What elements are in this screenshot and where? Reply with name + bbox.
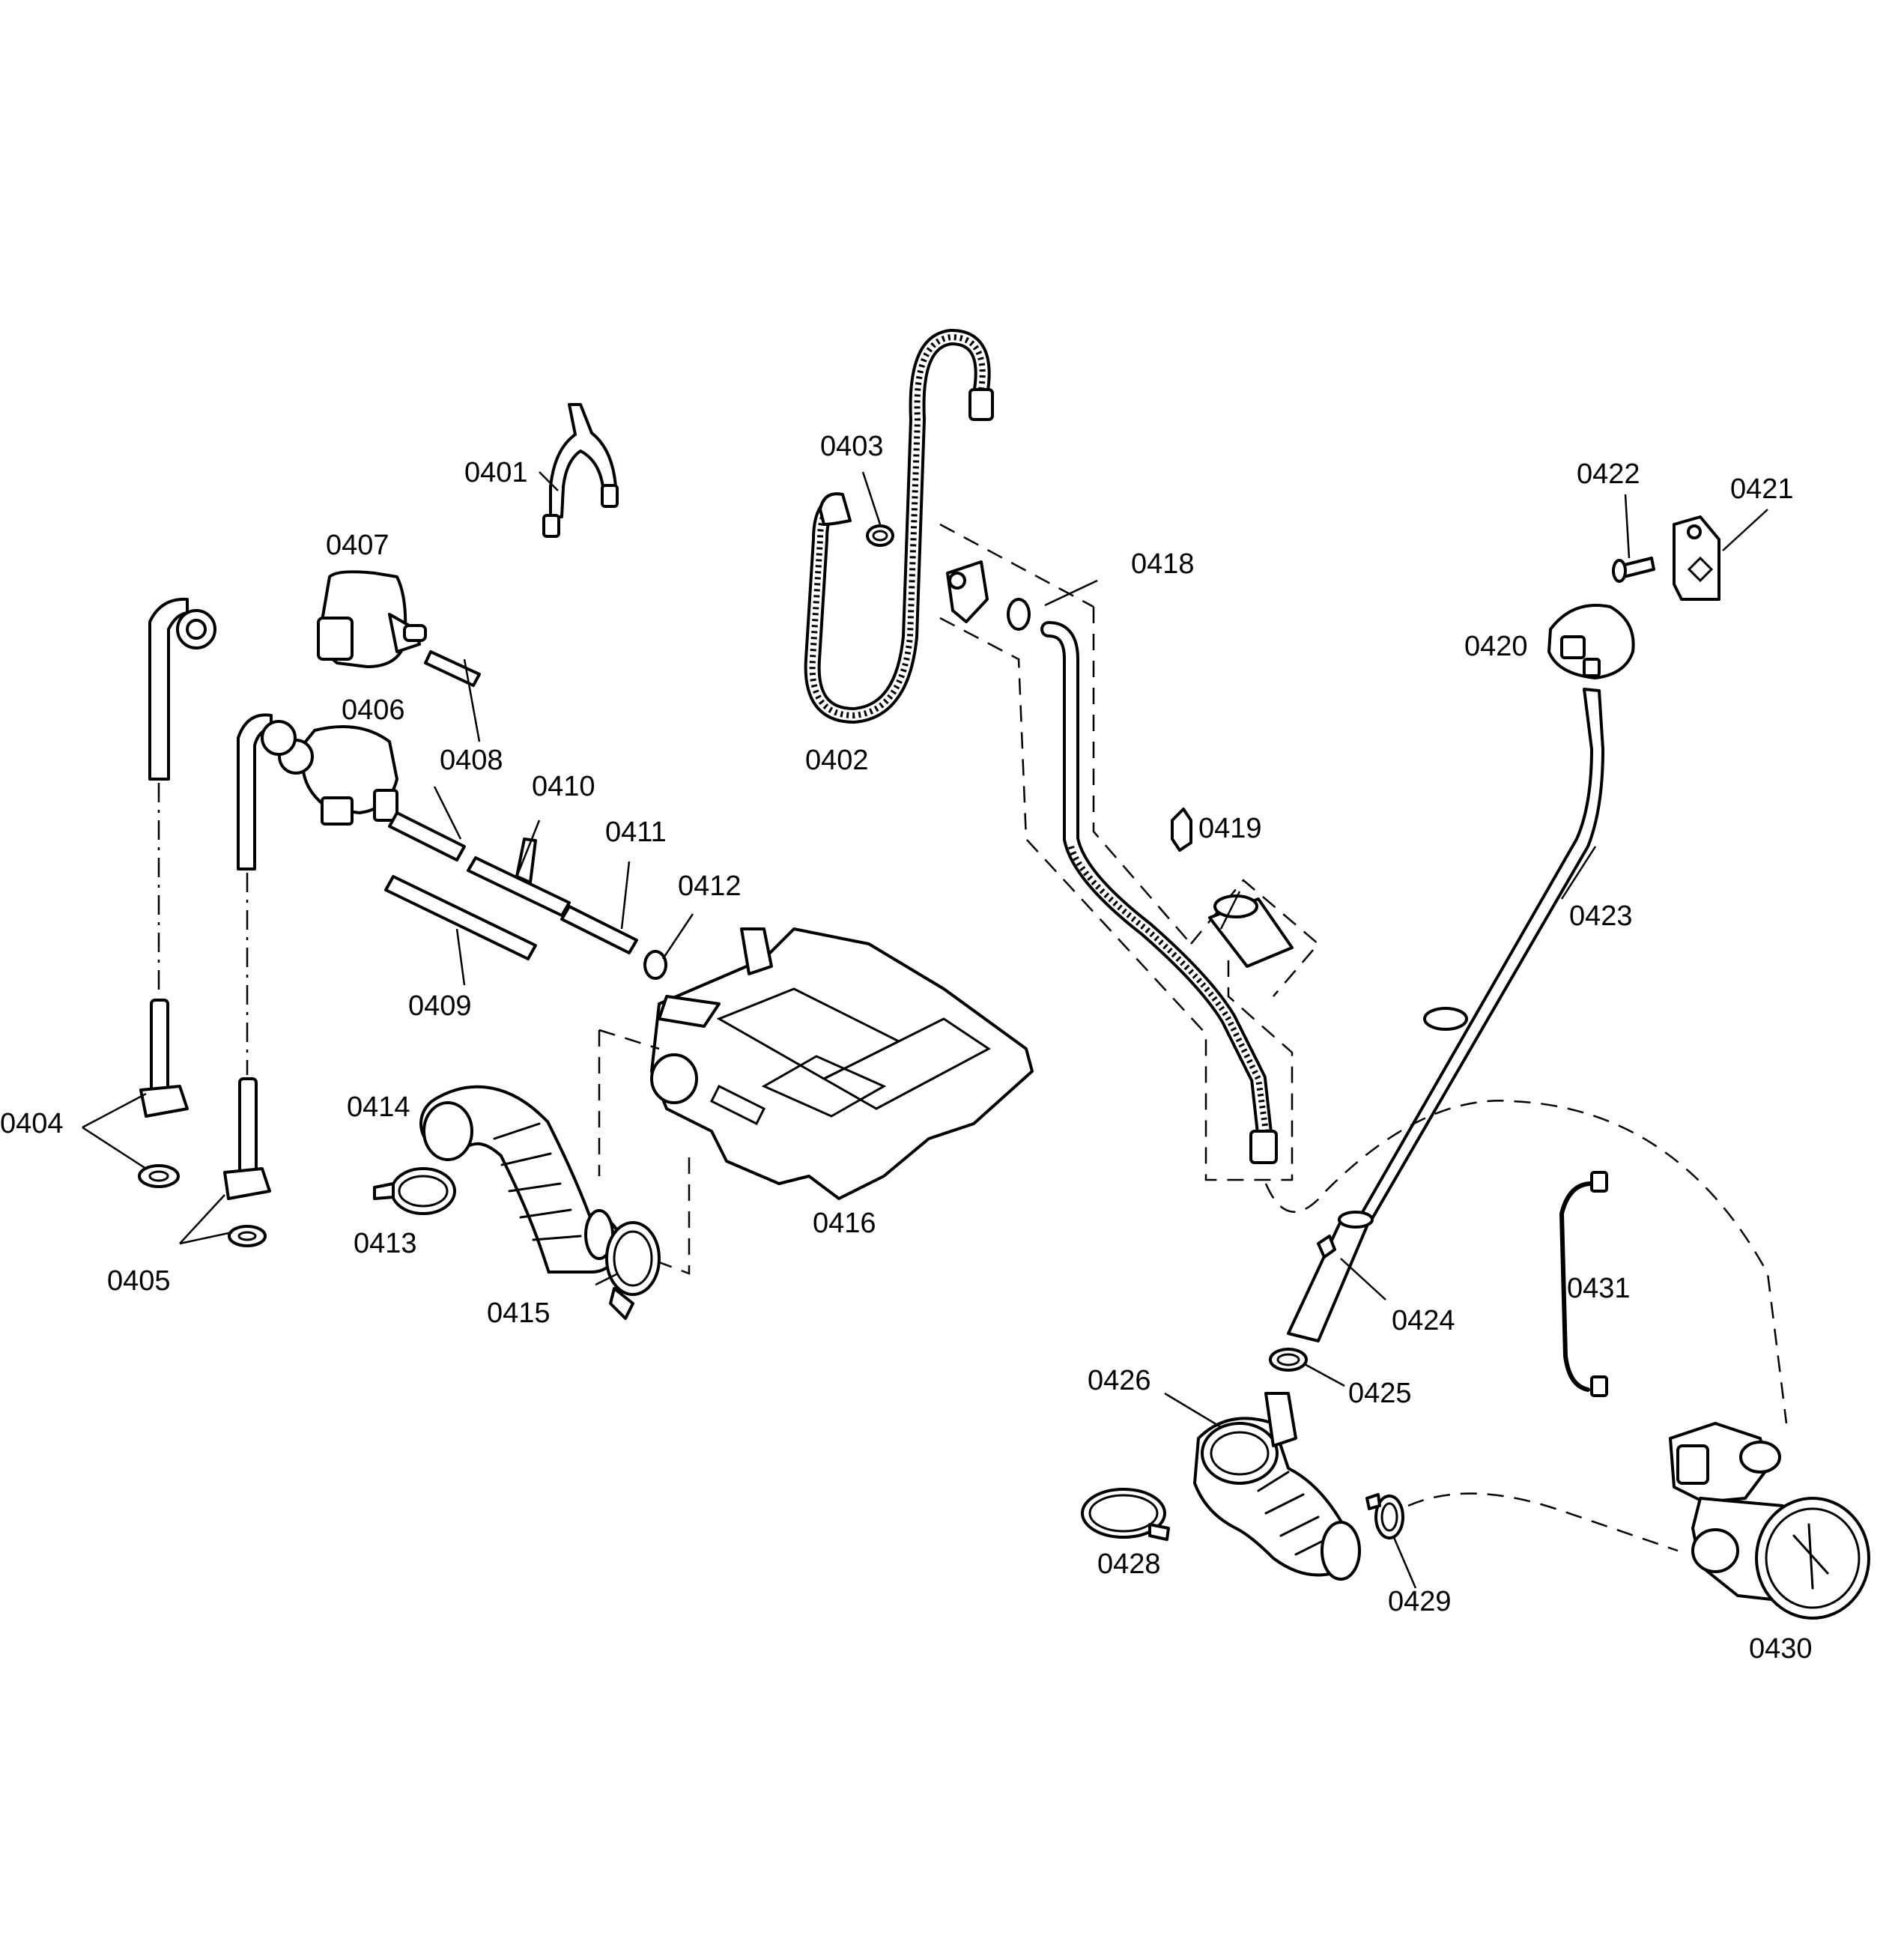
label-0423: 0423: [1569, 900, 1633, 932]
part-0407-water-valve: [317, 570, 427, 668]
label-0414: 0414: [347, 1091, 410, 1123]
label-0430: 0430: [1749, 1633, 1813, 1665]
part-0420-pressure-switch: [1547, 604, 1635, 679]
label-0410: 0410: [532, 771, 595, 802]
label-0405: 0405: [107, 1265, 171, 1297]
label-0426: 0426: [1088, 1365, 1151, 1396]
part-0416-dispenser-housing: [650, 927, 1034, 1200]
label-0428: 0428: [1097, 1548, 1161, 1580]
part-0431-wire-harness: [1559, 1171, 1608, 1397]
part-0415-clamp: [605, 1221, 661, 1320]
part-0424-air-chamber: [1287, 1211, 1374, 1342]
part-0422-screw: [1612, 557, 1655, 583]
label-0420: 0420: [1464, 631, 1528, 662]
label-0404: 0404: [0, 1108, 64, 1139]
bracket-0416: [598, 1029, 691, 1275]
part-0413-clamp: [373, 1167, 456, 1215]
part-0402-fill-hose: [804, 328, 994, 724]
label-0413: 0413: [354, 1228, 417, 1259]
part-0408-tube: [424, 650, 481, 687]
label-0408: 0408: [440, 745, 503, 776]
label-0401: 0401: [464, 457, 528, 488]
part-0426-sump-hose: [1193, 1392, 1361, 1581]
part-0409-tube: [384, 875, 537, 960]
part-0428-clamp: [1081, 1488, 1170, 1541]
part-labels: 0401 0402 0403 0404 0405 0406 0407 0408 …: [0, 431, 1813, 1665]
label-0424: 0424: [1392, 1305, 1455, 1336]
part-0418-fitting: [946, 560, 1031, 631]
routing-line-hose: [1407, 1492, 1679, 1552]
label-0419: 0419: [1198, 813, 1262, 844]
part-0406-water-valve: [278, 725, 398, 826]
label-0422: 0422: [1577, 458, 1640, 490]
part-0403-clamp: [866, 524, 894, 547]
part-0425-clamp: [1269, 1348, 1308, 1372]
part-0410-t-piece: [467, 838, 571, 917]
part-0404-inlet-assembly: [138, 597, 216, 1188]
label-0412: 0412: [678, 870, 742, 902]
part-0408-lower-tube: [388, 811, 466, 861]
part-0405-inlet-assembly: [223, 713, 297, 1247]
label-0429: 0429: [1388, 1586, 1452, 1617]
bracket-0418: [939, 523, 1294, 1181]
label-0421: 0421: [1730, 473, 1794, 505]
part-0418-cylinder: [1208, 894, 1294, 968]
label-0416: 0416: [813, 1208, 876, 1239]
part-0411-tube: [560, 905, 638, 954]
part-0430-drain-pump: [1669, 1422, 1870, 1620]
part-0418-drain-hose: [1040, 621, 1278, 1164]
label-0411: 0411: [605, 817, 667, 848]
part-0412-clamp: [643, 950, 667, 980]
part-0419-clip: [1171, 808, 1192, 852]
part-0414-bellows-hose: [419, 1085, 622, 1274]
label-0418: 0418: [1131, 548, 1195, 580]
label-0407: 0407: [326, 530, 389, 561]
part-0421-bracket: [1673, 515, 1720, 601]
label-0431: 0431: [1567, 1273, 1631, 1304]
label-0402: 0402: [805, 745, 869, 776]
label-0425: 0425: [1348, 1378, 1412, 1409]
label-0409: 0409: [408, 990, 472, 1022]
routing-line-wire: [1264, 1100, 1788, 1424]
leader-lines: [82, 471, 1768, 1589]
label-0406: 0406: [342, 694, 405, 726]
part-0423-pressure-tube: [1358, 688, 1604, 1223]
label-0415: 0415: [487, 1297, 551, 1329]
part-0429-clamp: [1365, 1493, 1404, 1539]
part-0401-y-connector: [542, 403, 619, 538]
label-0403: 0403: [820, 431, 884, 462]
